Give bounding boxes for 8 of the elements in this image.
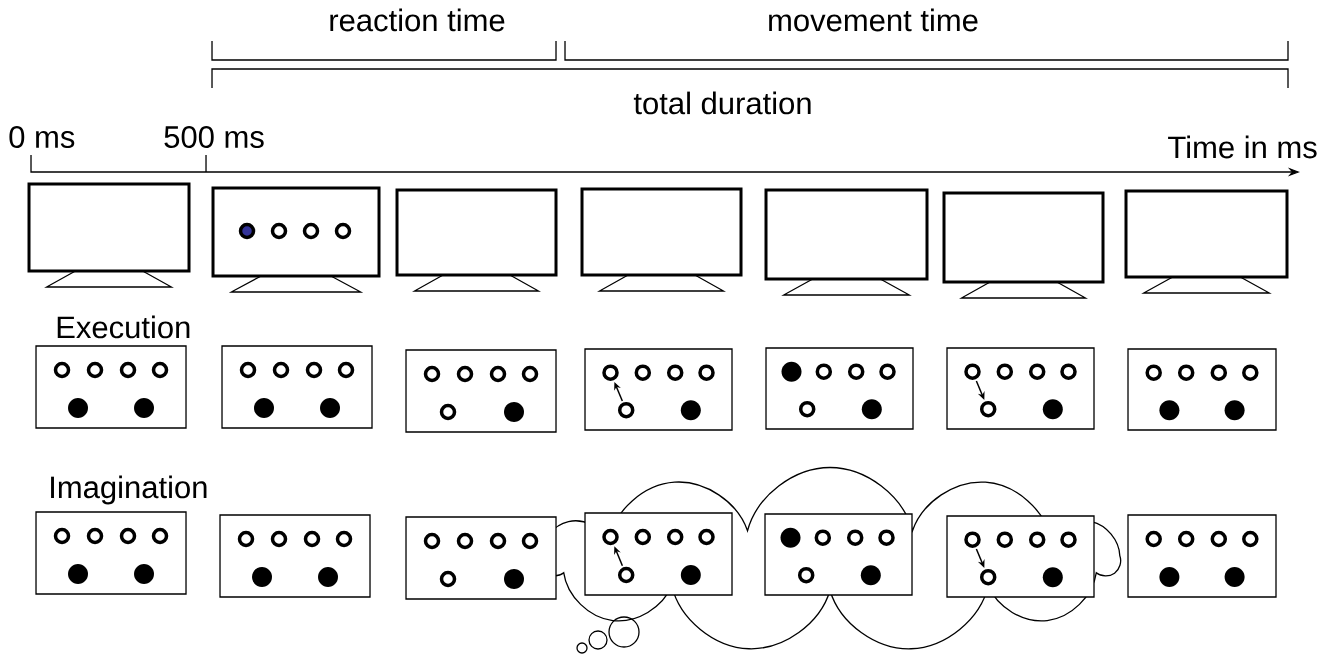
bracket-label: movement time — [769, 8, 978, 32]
axis-label: Time in ms — [1168, 135, 1317, 159]
tick-label: 0 ms — [9, 126, 75, 148]
row-label: Execution — [57, 315, 190, 339]
tick-label: 500 ms — [164, 126, 264, 148]
bracket-label: reaction time — [330, 8, 505, 32]
row-label: Imagination — [51, 475, 207, 505]
bracket-label: total duration — [633, 91, 811, 115]
